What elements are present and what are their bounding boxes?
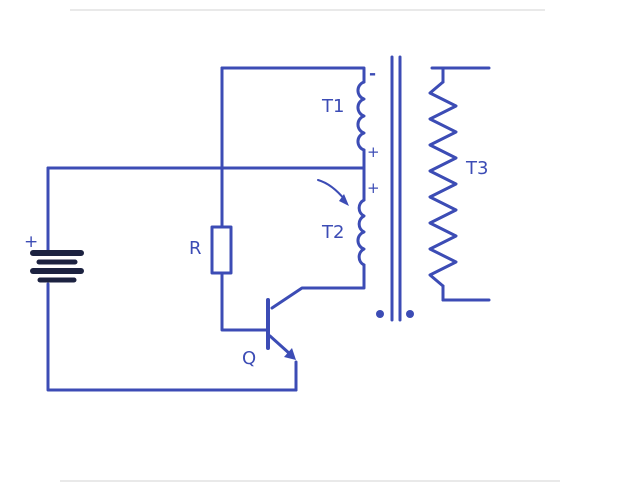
battery-plus-label: +: [24, 232, 38, 252]
annotation-arrowhead: [339, 194, 349, 206]
wire-emitter: [268, 334, 292, 356]
resistor-body: [210, 225, 233, 275]
emitter-arrowhead: [284, 348, 296, 360]
wire-bottom-return: [46, 282, 298, 392]
phase-dot-right: [406, 310, 414, 318]
wire-base: [220, 270, 268, 332]
resistor-label: R: [189, 238, 202, 259]
wire-top: [220, 66, 366, 84]
annotation-arrow-line: [317, 179, 346, 201]
circuit-labels: + R Q T1 - + + T2 T3: [24, 64, 488, 369]
t1-top-polarity-label: -: [369, 64, 376, 84]
t1-bottom-polarity-label: +: [367, 143, 380, 161]
winding-t2-coil: [356, 198, 366, 267]
phase-dot-left: [376, 310, 384, 318]
scan-artifacts: [60, 9, 560, 482]
winding-t1-coil: [356, 80, 366, 152]
wire-collector: [270, 263, 366, 310]
t3-label: T3: [465, 158, 488, 179]
t1-label: T1: [321, 96, 344, 117]
t2-label: T2: [321, 222, 344, 243]
circuit-fills: [284, 194, 414, 360]
t2-top-polarity-label: +: [367, 179, 380, 197]
circuit-wires: [46, 55, 491, 392]
transistor-label: Q: [242, 348, 256, 369]
battery-icon: [30, 250, 84, 283]
winding-t3-coil: [428, 80, 458, 288]
